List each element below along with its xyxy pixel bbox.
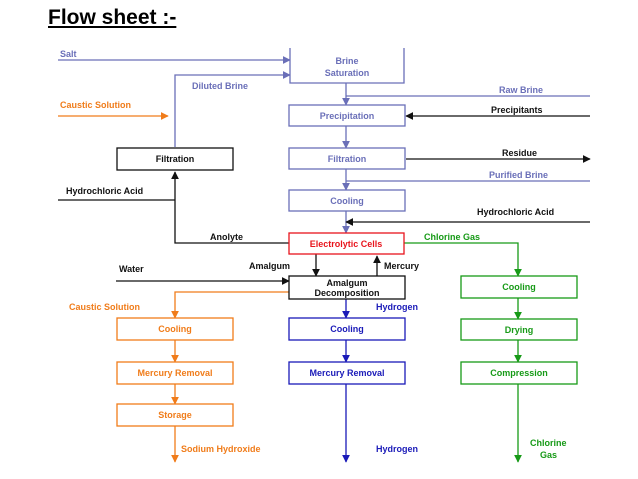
drying-box: Drying xyxy=(460,318,578,341)
amalgum-decomposition-label-2: Decomposition xyxy=(314,288,379,298)
salt-label: Salt xyxy=(60,49,77,59)
anolyte-line xyxy=(171,171,289,244)
chlorine-gas-line xyxy=(404,242,522,277)
diluted-brine-line xyxy=(174,71,291,147)
compression-box: Compression xyxy=(460,361,578,385)
hydrogen-top-label: Hydrogen xyxy=(376,302,418,312)
mercury-removal-blue-box: Mercury Removal xyxy=(288,361,406,385)
cooling-blue-label: Cooling xyxy=(330,324,364,334)
mercury-removal-orange-label: Mercury Removal xyxy=(137,368,212,378)
caustic-solution-bottom-label: Caustic Solution xyxy=(69,302,140,312)
chlorine-gas-label: Chlorine Gas xyxy=(424,232,480,242)
connectors xyxy=(58,56,591,463)
amalgum-decomposition-label-1: Amalgum xyxy=(326,278,367,288)
hydrochloric-acid-right-label: Hydrochloric Acid xyxy=(477,207,554,217)
raw-brine-label: Raw Brine xyxy=(499,85,543,95)
caustic-solution-top-label: Caustic Solution xyxy=(60,100,131,110)
mercury-removal-orange-box: Mercury Removal xyxy=(116,361,234,385)
precipitants-label: Precipitants xyxy=(491,105,543,115)
anolyte-label: Anolyte xyxy=(210,232,243,242)
residue-label: Residue xyxy=(502,148,537,158)
electrolytic-cells-box: Electrolytic Cells xyxy=(288,232,405,255)
diluted-brine-label: Diluted Brine xyxy=(192,81,248,91)
water-label: Water xyxy=(119,264,144,274)
storage-box: Storage xyxy=(116,403,234,427)
amalgum-label: Amalgum xyxy=(249,261,290,271)
precipitation-label: Precipitation xyxy=(320,111,375,121)
cooling-main-label: Cooling xyxy=(330,196,364,206)
hydrochloric-acid-left-label: Hydrochloric Acid xyxy=(66,186,143,196)
precipitation-box: Precipitation xyxy=(288,104,406,127)
page-title: Flow sheet :- xyxy=(48,6,177,29)
stream-labels: Salt Diluted Brine Raw Brine Caustic Sol… xyxy=(60,49,567,460)
caustic-from-decomposition-line xyxy=(171,291,289,319)
cooling-orange-label: Cooling xyxy=(158,324,192,334)
cooling-main-box: Cooling xyxy=(288,189,406,212)
filtration-left-box: Filtration xyxy=(116,147,234,171)
purified-brine-label: Purified Brine xyxy=(489,170,548,180)
mercury-label: Mercury xyxy=(384,261,419,271)
amalgum-decomposition-box: Amalgum Decomposition xyxy=(288,275,406,300)
storage-label: Storage xyxy=(158,410,192,420)
chlorine-gas-out-label-2: Gas xyxy=(540,450,557,460)
cooling-orange-box: Cooling xyxy=(116,317,234,341)
cooling-green-box: Cooling xyxy=(460,275,578,299)
mercury-removal-blue-label: Mercury Removal xyxy=(309,368,384,378)
compression-label: Compression xyxy=(490,368,548,378)
brine-saturation-box: Brine Saturation xyxy=(289,48,405,84)
cooling-green-label: Cooling xyxy=(502,282,536,292)
drying-label: Drying xyxy=(505,325,534,335)
brine-saturation-label-1: Brine xyxy=(335,56,358,66)
cooling-blue-box: Cooling xyxy=(288,317,406,341)
chlorine-gas-out-label-1: Chlorine xyxy=(530,438,567,448)
filtration-left-label: Filtration xyxy=(156,154,195,164)
filtration-main-box: Filtration xyxy=(288,147,406,170)
sodium-hydroxide-label: Sodium Hydroxide xyxy=(181,444,261,454)
filtration-main-label: Filtration xyxy=(328,154,367,164)
brine-saturation-label-2: Saturation xyxy=(325,68,370,78)
hydrogen-bottom-label: Hydrogen xyxy=(376,444,418,454)
electrolytic-cells-label: Electrolytic Cells xyxy=(310,239,383,249)
